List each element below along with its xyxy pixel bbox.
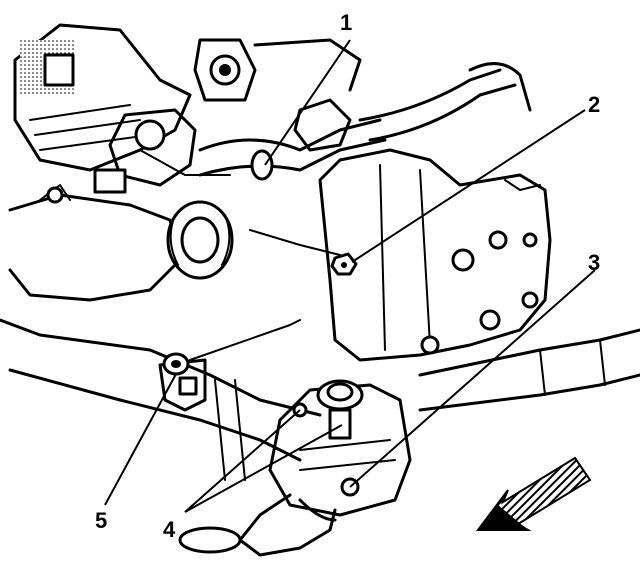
throttle-body (93, 108, 231, 194)
callout-1: 1 (340, 10, 352, 35)
leader-4b (184, 424, 343, 513)
lower-mount (178, 379, 412, 557)
nut (162, 319, 301, 376)
bolt (249, 229, 358, 276)
leader-5 (104, 373, 177, 506)
leader-1 (264, 39, 351, 166)
coolant-hose (198, 62, 532, 181)
engine-block (13, 23, 362, 172)
callout-4: 4 (163, 517, 176, 542)
leader-4a (184, 409, 301, 513)
exhaust-pipe (8, 184, 234, 302)
callout-3: 3 (588, 250, 600, 275)
callout-5: 5 (95, 508, 107, 533)
front-direction-arrow-icon (476, 456, 592, 531)
transaxle-housing (293, 98, 552, 362)
callout-2: 2 (588, 92, 600, 117)
leader-3 (349, 269, 596, 488)
leader-2 (351, 109, 586, 263)
leader-lines (104, 39, 596, 513)
